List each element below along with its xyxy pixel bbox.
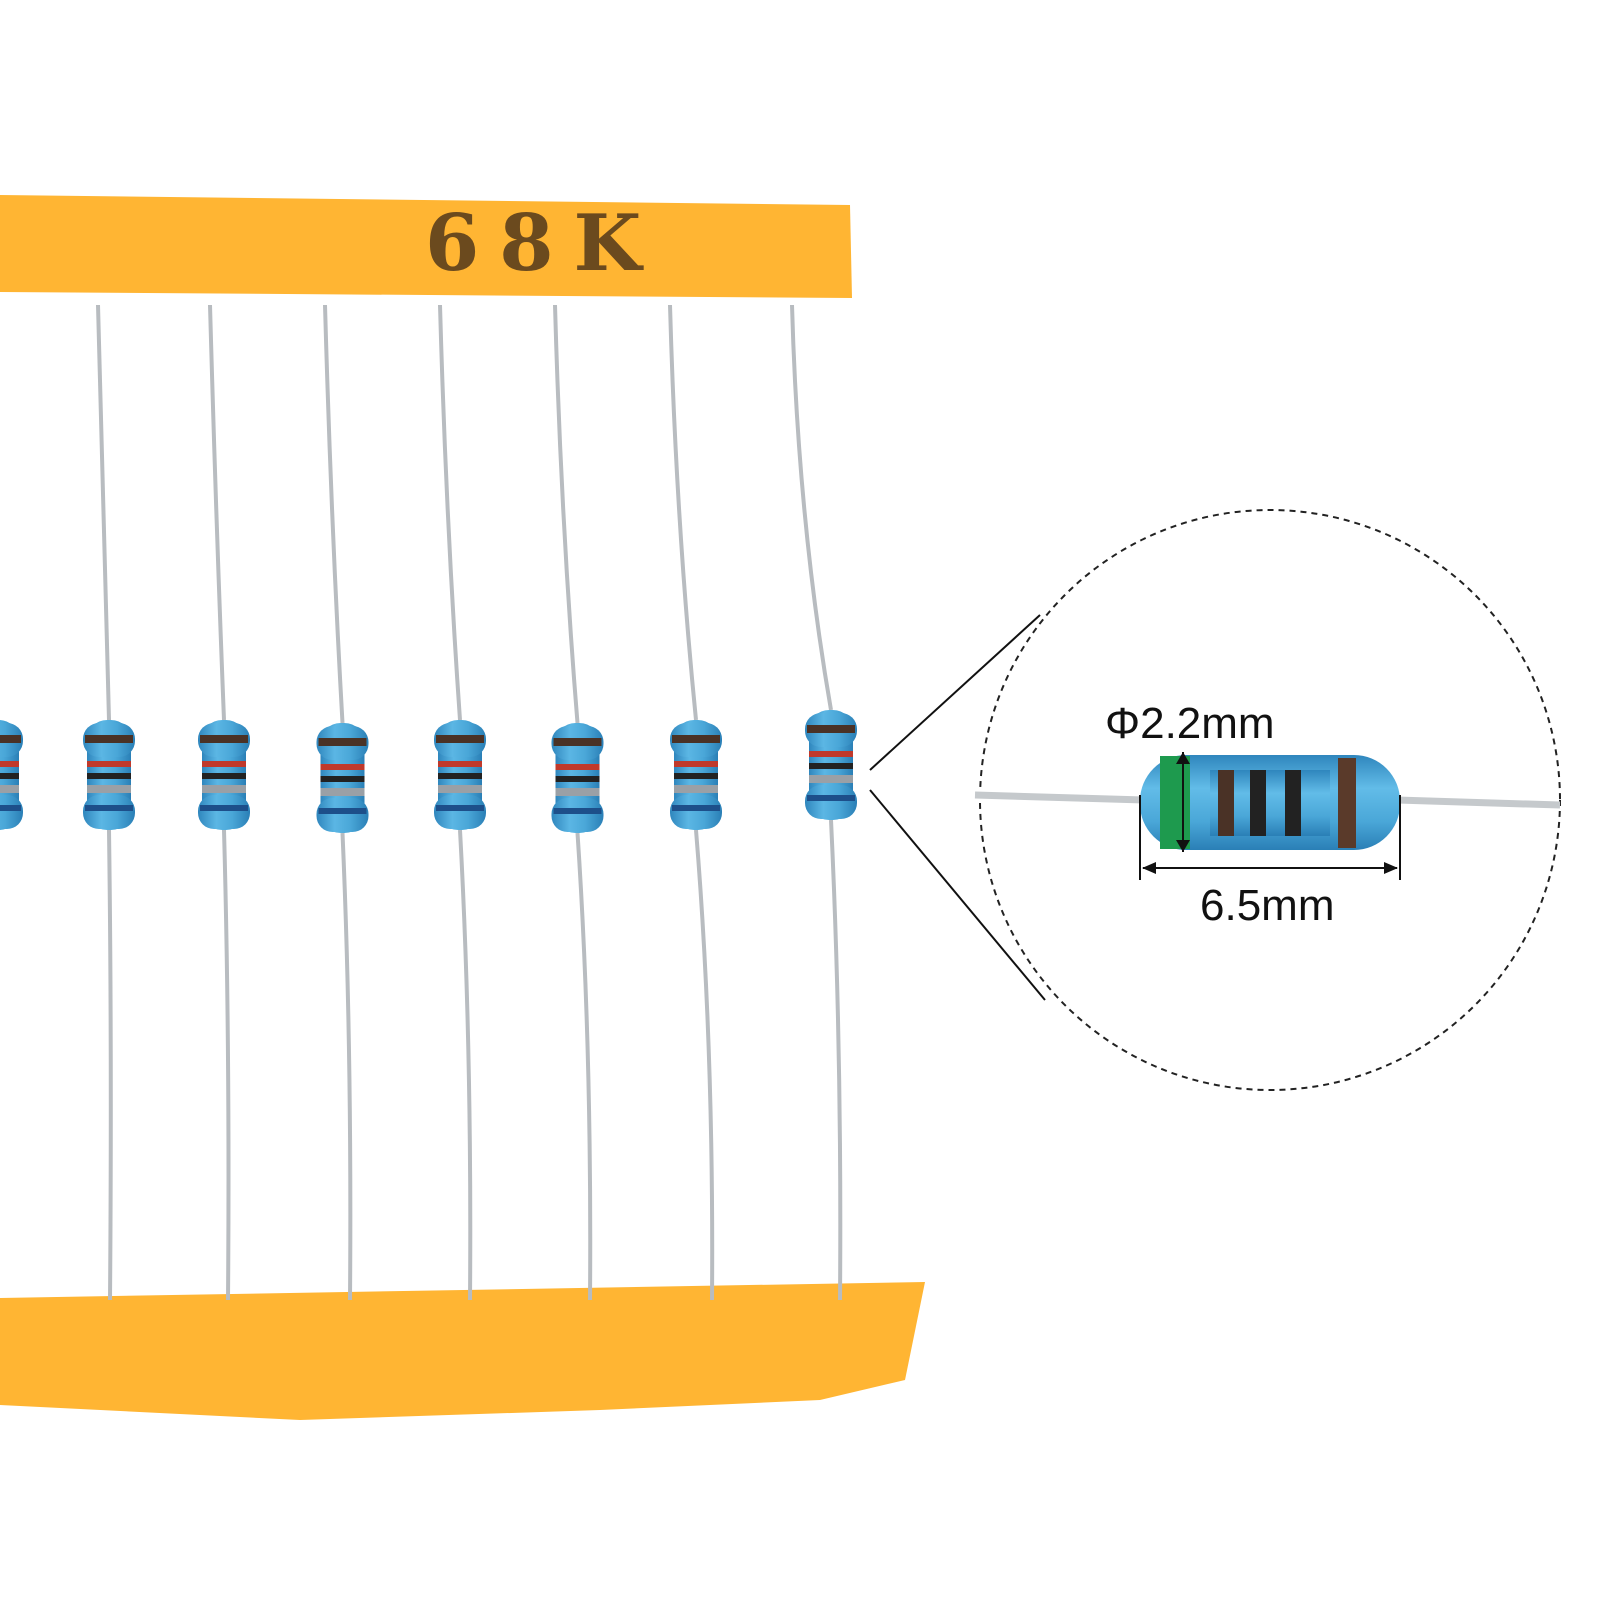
magnified-resistor (974, 752, 1561, 852)
tape-label: 68K (425, 198, 661, 289)
top-tape (0, 195, 852, 298)
resistor (668, 304, 722, 1301)
resistor (0, 720, 23, 830)
resistor-lead (790, 304, 833, 711)
resistor (316, 304, 369, 1301)
resistor-body (670, 720, 722, 830)
resistor-lead (208, 304, 226, 721)
resistor (83, 304, 135, 1301)
resistor-lead (107, 829, 113, 1301)
resistor-row (0, 304, 857, 1301)
diameter-label: Φ2.2mm (1105, 699, 1275, 748)
resistor-lead (323, 304, 345, 724)
resistor-lead (694, 829, 715, 1301)
callout-line-bottom (869, 789, 1046, 1001)
resistor-lead (553, 304, 580, 724)
resistor (198, 304, 250, 1301)
length-label: 6.5mm (1200, 881, 1334, 930)
resistor (434, 304, 486, 1301)
resistor-lead (829, 819, 843, 1301)
resistor-lead (438, 304, 462, 721)
resistor (790, 304, 857, 1301)
resistor-body (551, 723, 604, 833)
resistor-body (83, 720, 135, 830)
resistor-lead (340, 832, 353, 1301)
resistor-body (805, 710, 857, 820)
resistor-lead (458, 829, 473, 1301)
resistor-lead (222, 829, 231, 1301)
resistor-lead (668, 304, 698, 721)
resistor-body (434, 720, 486, 830)
resistor-body (316, 723, 369, 833)
resistor (551, 304, 604, 1301)
resistor-lead (96, 304, 111, 721)
length-dimension (1139, 795, 1401, 880)
callout-line-top (869, 614, 1041, 771)
bottom-tape (0, 1282, 925, 1420)
resistor-lead (575, 832, 593, 1301)
resistor-body (0, 720, 23, 830)
resistor-body (198, 720, 250, 830)
